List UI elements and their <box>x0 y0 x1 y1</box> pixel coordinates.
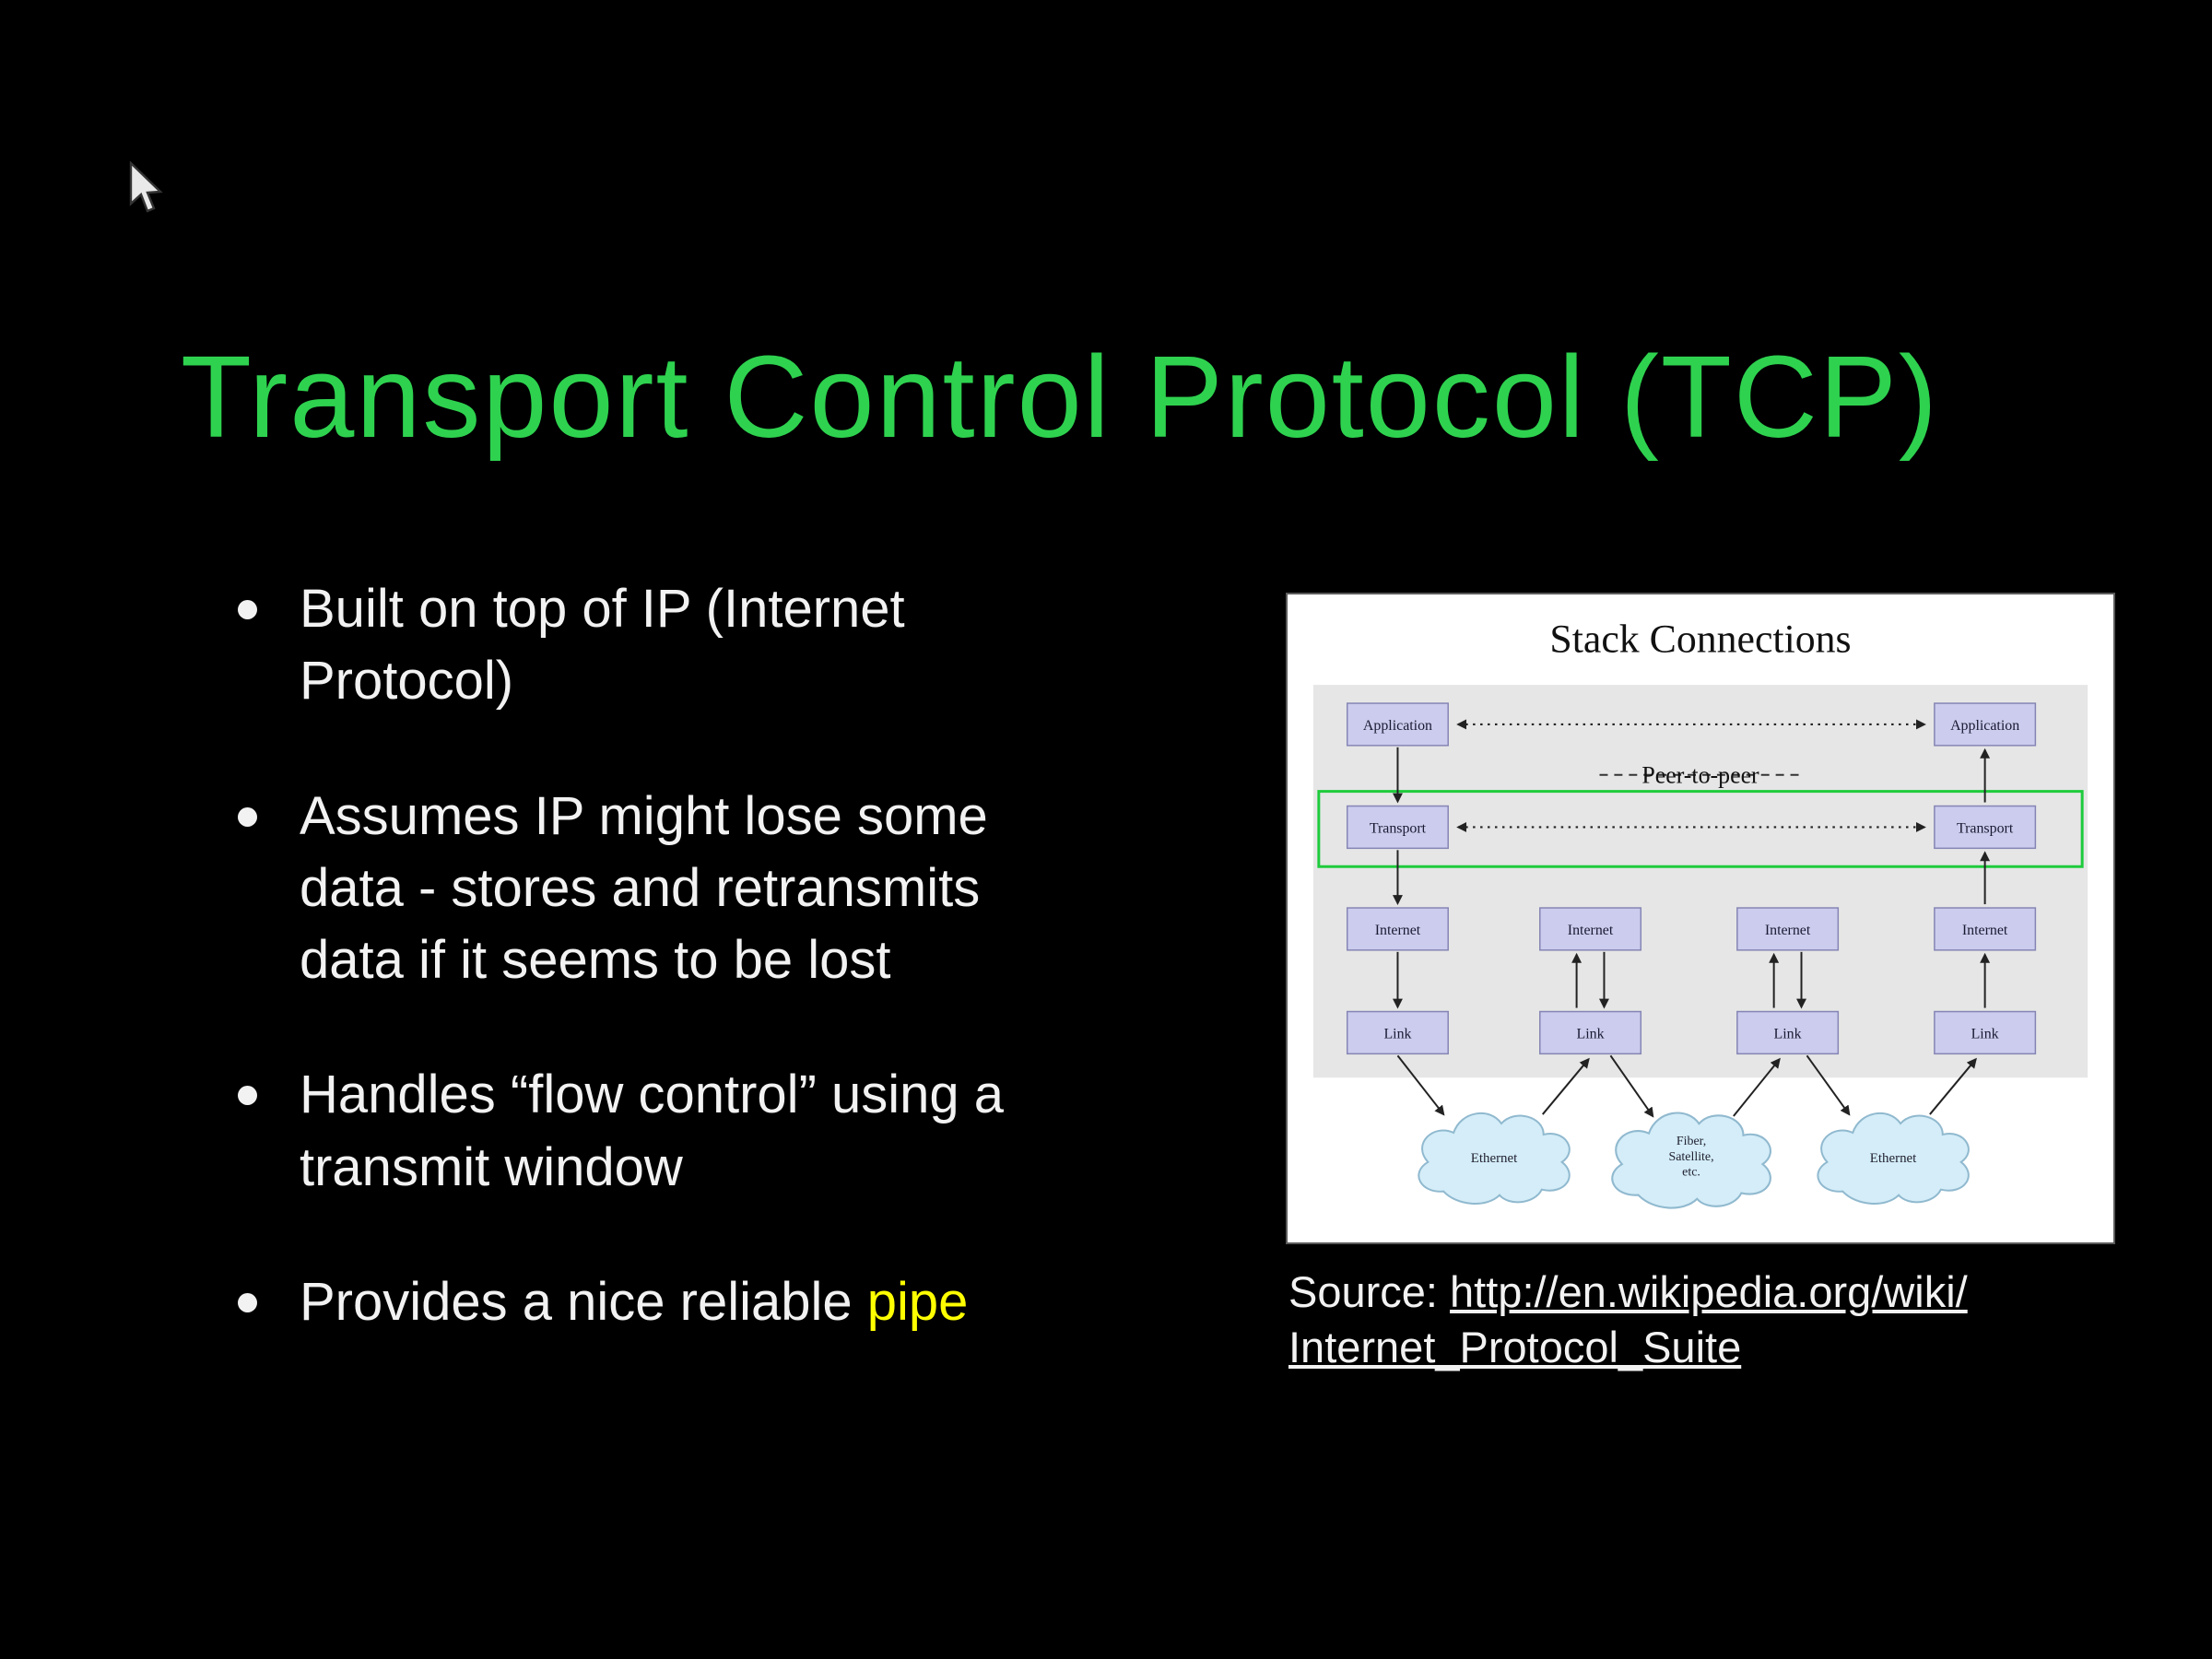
transport-box-right <box>1934 805 2037 850</box>
internet-box-3-label: Internet <box>1765 923 1811 938</box>
internet-box-1 <box>1346 907 1449 951</box>
cloud-middle-label-line1: Fiber, <box>1677 1135 1706 1148</box>
link-box-2 <box>1539 1010 1642 1055</box>
transport-highlight-box <box>1317 790 2084 868</box>
link-box-3 <box>1736 1010 1840 1055</box>
bullet-item: Provides a nice reliable pipe <box>238 1266 1215 1338</box>
arrow-link2-to-cloud2 <box>1609 1054 1654 1118</box>
link-box-1 <box>1346 1010 1449 1055</box>
internet-box-4-label: Internet <box>1962 923 2008 938</box>
internet-box-2-label: Internet <box>1568 923 1614 938</box>
cloud-middle-label-line2: Satellite, <box>1668 1150 1713 1164</box>
source-prefix: Source: <box>1288 1267 1451 1316</box>
arrow-cloud2-to-link3 <box>1733 1057 1781 1117</box>
application-box-left <box>1346 702 1449 747</box>
link-box-2-label: Link <box>1577 1026 1605 1041</box>
source-attribution: Source: http://en.wikipedia.org/wiki/ In… <box>1288 1265 2044 1375</box>
peer-to-peer-label: Peer-to-peer <box>1641 762 1759 789</box>
ethernet-cloud-left-label: Ethernet <box>1471 1151 1518 1166</box>
bullet-text: Provides a nice reliable pipe <box>300 1266 968 1338</box>
link-box-3-label: Link <box>1774 1026 1802 1041</box>
bullet-marker <box>238 806 257 827</box>
diagram-title: Stack Connections <box>1549 617 1851 661</box>
application-box-right <box>1934 702 2037 747</box>
bullet-text: Assumes IP might lose some data - stores… <box>300 785 988 991</box>
ethernet-cloud-right-label: Ethernet <box>1870 1151 1917 1166</box>
bullet-marker <box>238 1293 257 1313</box>
transport-box-left <box>1346 805 1449 850</box>
stack-connections-diagram: Stack Connections Peer-to-peer Applicati… <box>1312 617 2088 1209</box>
bullet-text-main: Provides a nice reliable <box>300 1272 867 1333</box>
application-box-left-label: Application <box>1363 718 1432 734</box>
internet-box-3 <box>1736 907 1840 951</box>
internet-box-4 <box>1934 907 2037 951</box>
internet-box-2 <box>1539 907 1642 951</box>
arrow-link3-to-cloud3 <box>1806 1054 1851 1116</box>
bullet-marker <box>238 1086 257 1106</box>
internet-box-1-label: Internet <box>1375 923 1421 938</box>
bullet-marker <box>238 600 257 619</box>
mouse-cursor-icon <box>129 161 163 213</box>
bullet-list: Built on top of IP (Internet Protocol) A… <box>238 573 1215 1401</box>
bullet-item: Assumes IP might lose some data - stores… <box>238 781 1215 997</box>
bullet-item: Built on top of IP (Internet Protocol) <box>238 573 1215 718</box>
source-link[interactable]: http://en.wikipedia.org/wiki/ Internet_P… <box>1288 1267 1968 1372</box>
slide-title: Transport Control Protocol (TCP) <box>181 332 1939 462</box>
application-box-right-label: Application <box>1950 718 2019 734</box>
cloud-middle-label-line3: etc. <box>1682 1166 1700 1180</box>
link-box-4 <box>1934 1010 2037 1055</box>
bullet-item: Handles “flow control” using a transmit … <box>238 1059 1215 1204</box>
transport-box-right-label: Transport <box>1957 820 2014 836</box>
stack-connections-figure: Stack Connections Peer-to-peer Applicati… <box>1286 593 2115 1244</box>
arrow-link1-to-cloud1 <box>1396 1054 1445 1116</box>
transport-box-left-label: Transport <box>1370 820 1427 836</box>
stack-flow-arrows <box>1392 747 1991 1118</box>
arrow-cloud3-to-link4 <box>1929 1057 1977 1115</box>
link-box-4-label: Link <box>1971 1026 1999 1041</box>
link-box-1-label: Link <box>1383 1026 1411 1041</box>
bullet-text: Built on top of IP (Internet Protocol) <box>300 579 905 712</box>
bullet-text: Handles “flow control” using a transmit … <box>300 1065 1005 1197</box>
bullet-text-highlight: pipe <box>866 1272 969 1333</box>
arrow-cloud1-to-link2 <box>1541 1057 1590 1115</box>
